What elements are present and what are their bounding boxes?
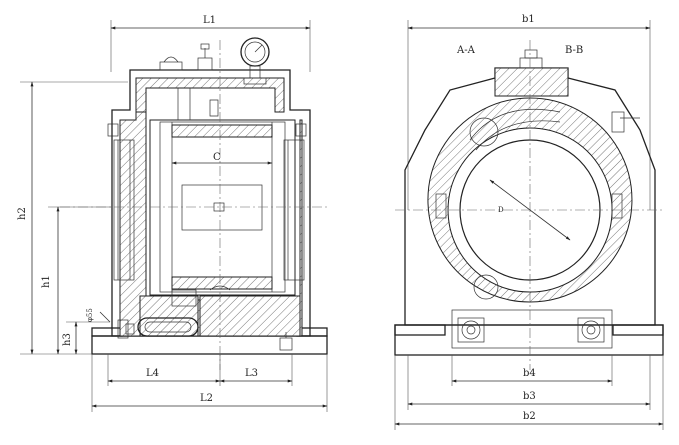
label-d: D [498,206,504,214]
pressure-gauge-icon [240,37,270,85]
dimension-h1: h1 [41,206,112,355]
dimension-l1: L1 [110,15,311,72]
bolt-icon-left [457,317,485,343]
label-l4: L4 [146,368,159,379]
label-phi55: φ55 [86,308,94,322]
label-b1: b1 [522,14,535,25]
bottom-fittings [117,285,293,351]
top-fittings [159,37,270,120]
label-h3: h3 [62,333,73,346]
section-label-a-a: A-A [456,45,476,56]
label-h1: h1 [41,275,52,288]
dimension-l2: L2 [91,354,328,412]
dimension-h2: h2 [17,81,128,355]
label-c: C [213,152,221,163]
right-view: b1 A-A B-B [394,14,665,430]
dimension-h3: h3 [20,321,110,355]
label-l2: L2 [200,393,213,404]
section-label-b-b: B-B [565,45,583,56]
label-b4: b4 [523,368,536,379]
dimension-l4-l3: L4 L3 [107,354,293,386]
label-b2: b2 [523,411,536,422]
dimension-phi55: φ55 [86,308,111,323]
dimension-b3: b3 [407,355,651,410]
label-l1: L1 [203,15,216,26]
dimension-b4: b4 [451,355,613,386]
label-l3: L3 [245,368,258,379]
label-h2: h2 [17,207,28,220]
dimension-c: C [171,152,273,165]
dimension-b2: b2 [394,355,664,430]
label-b3: b3 [523,391,536,402]
dimension-d: D [489,179,571,241]
right-base [394,309,664,356]
housing-body [111,69,311,337]
dimension-b1: b1 [407,14,651,210]
bolt-icon-right [577,317,605,343]
left-view: L1 [17,15,330,412]
base-bolts [457,317,605,343]
side-covers [107,123,307,281]
